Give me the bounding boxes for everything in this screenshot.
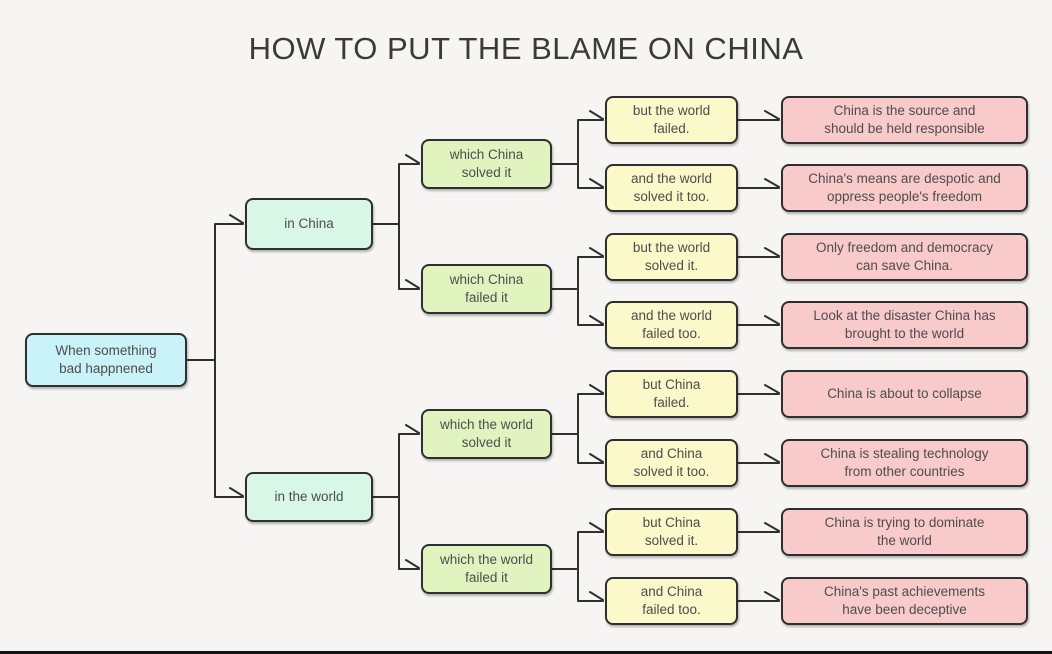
node-but-china-solved: but China solved it. [605, 508, 738, 556]
result-achievements-deceptive: China's past achievements have been dece… [781, 577, 1028, 625]
result-disaster-to-world: Look at the disaster China has brought t… [781, 301, 1028, 349]
node-and-world-failed-too: and the world failed too. [605, 301, 738, 349]
node-when-something-bad-happened: When something bad happnened [25, 333, 187, 387]
node-in-the-world: in the world [245, 472, 373, 522]
node-and-china-failed-too: and China failed too. [605, 577, 738, 625]
bottom-bar [0, 651, 1052, 654]
node-but-china-failed: but China failed. [605, 370, 738, 418]
result-despotic-means: China's means are despotic and oppress p… [781, 164, 1028, 212]
node-and-world-solved-too: and the world solved it too. [605, 164, 738, 212]
node-but-world-failed: but the world failed. [605, 96, 738, 144]
result-freedom-democracy: Only freedom and democracy can save Chin… [781, 233, 1028, 281]
node-which-china-failed-it: which China failed it [421, 264, 552, 314]
node-which-china-solved-it: which China solved it [421, 139, 552, 189]
connector-path [186, 110, 780, 602]
diagram-title: HOW TO PUT THE BLAME ON CHINA [248, 31, 804, 66]
node-and-china-solved-too: and China solved it too. [605, 439, 738, 487]
node-but-world-solved: but the world solved it. [605, 233, 738, 281]
result-china-source-responsible: China is the source and should be held r… [781, 96, 1028, 144]
result-stealing-technology: China is stealing technology from other … [781, 439, 1028, 487]
node-which-world-solved-it: which the world solved it [421, 409, 552, 459]
node-which-world-failed-it: which the world failed it [421, 544, 552, 594]
result-dominate-world: China is trying to dominate the world [781, 508, 1028, 556]
node-in-china: in China [245, 198, 373, 250]
result-about-to-collapse: China is about to collapse [781, 370, 1028, 418]
